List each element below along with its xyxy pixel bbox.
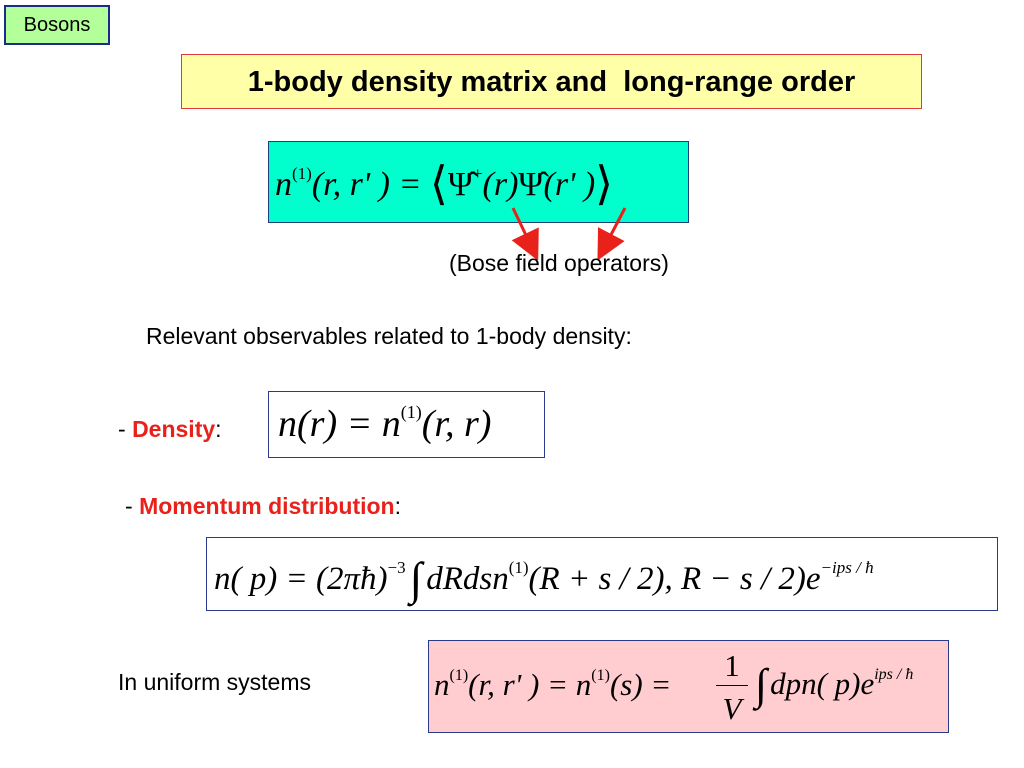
uniform-equation: n(1)(r, r' ) = n(1)(s) = [434, 667, 671, 703]
momentum-label: - Momentum distribution: [125, 493, 401, 520]
section-tag: Bosons [4, 5, 110, 45]
density-label-text: Density [132, 416, 216, 442]
density-prefix: - [118, 416, 133, 442]
density-formula-b: (r, r) [421, 403, 492, 445]
uniform-label: In uniform systems [118, 669, 311, 695]
observables-heading: Relevant observables related to 1-body d… [146, 323, 632, 349]
eq1-sup: (1) [292, 164, 312, 183]
arrow-right [597, 207, 627, 260]
density-matrix-equation: n(1)(r, r' ) = ⟨Ψ̂+(r)Ψ̂(r' )⟩ [275, 156, 613, 210]
uniform-fraction-denominator: V [722, 691, 742, 726]
eq1-psi-dagger-sup: + [472, 164, 483, 183]
uniform-integral: ∫ [755, 660, 768, 709]
uniform-formula-b: (r, r' ) = n [468, 667, 592, 702]
momentum-formula-c: (R + s / 2), R − s / 2)e [528, 561, 821, 597]
momentum-formula-b: dRdsn [426, 561, 509, 597]
density-formula-sup: (1) [400, 402, 422, 422]
slide-title: 1-body density matrix and long-range ord… [181, 54, 922, 109]
uniform-sup2: (1) [591, 667, 610, 684]
annotation-arrows [511, 207, 627, 260]
density-suffix: : [215, 416, 222, 442]
momentum-label-text: Momentum distribution [139, 493, 395, 519]
eq1-lhs: n [275, 166, 292, 203]
eq1-psi1-arg: (r) [482, 166, 519, 203]
density-matrix-equation-box: n(1)(r, r' ) = ⟨Ψ̂+(r)Ψ̂(r' )⟩ [268, 141, 689, 223]
uniform-formula-d: dpn( p)e [770, 666, 875, 701]
uniform-equation-box: n(1)(r, r' ) = n(1)(s) = 1 V ∫dpn( p)eip… [428, 640, 949, 733]
eq1-psi: Ψ̂ [518, 166, 544, 203]
uniform-formula-a: n [434, 667, 450, 702]
momentum-sup1: −3 [387, 558, 406, 577]
momentum-sup2: (1) [508, 558, 529, 577]
momentum-formula-a: n( p) = (2πħ) [214, 561, 388, 597]
uniform-sup3: ips / ħ [874, 666, 914, 683]
eq1-right-angle: ⟩ [595, 158, 614, 209]
momentum-integral: ∫ [409, 553, 423, 604]
uniform-formula-c: (s) = [609, 667, 672, 702]
bose-field-annotation: (Bose field operators) [449, 250, 669, 276]
uniform-sup1: (1) [449, 667, 469, 684]
momentum-equation-box: n( p) = (2πħ)−3∫dRdsn(1)(R + s / 2), R −… [206, 537, 998, 611]
momentum-sup3: −ips / ħ [820, 558, 874, 577]
momentum-equation: n( p) = (2πħ)−3∫dRdsn(1)(R + s / 2), R −… [214, 552, 874, 605]
density-formula-a: n(r) = n [278, 403, 401, 445]
eq1-psi2-arg: (r' ) [543, 166, 596, 203]
eq1-args: (r, r' ) = [311, 166, 430, 203]
eq1-psi-dagger: Ψ̂ [447, 166, 473, 203]
momentum-prefix: - [125, 493, 140, 519]
arrow-left [511, 207, 539, 260]
density-equation: n(r) = n(1)(r, r) [278, 402, 491, 446]
density-equation-box: n(r) = n(1)(r, r) [268, 391, 545, 458]
uniform-fraction-numerator: 1 [716, 647, 748, 686]
momentum-suffix: : [394, 493, 401, 519]
uniform-equation-tail: ∫dpn( p)eips / ħ [755, 659, 913, 710]
eq1-left-angle: ⟨ [429, 158, 448, 209]
density-label: - Density: [118, 416, 222, 443]
